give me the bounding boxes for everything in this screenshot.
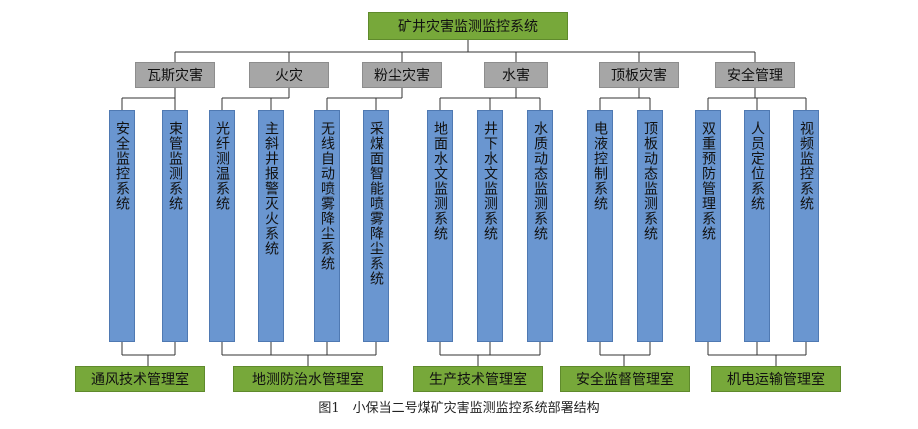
system-surface-hydrology: 地面水文监测系统 [427, 110, 453, 342]
system-label: 井下水文监测系统 [482, 121, 498, 241]
system-label: 顶板动态监测系统 [642, 121, 658, 241]
category-label: 安全管理 [727, 68, 783, 84]
department-label: 生产技术管理室 [429, 372, 527, 388]
system-electrohydraulic-control: 电液控制系统 [587, 110, 613, 342]
category-water: 水害 [484, 62, 548, 88]
category-label: 粉尘灾害 [374, 68, 430, 84]
category-gas: 瓦斯灾害 [135, 62, 215, 88]
system-fiber-temperature: 光纤测温系统 [209, 110, 235, 342]
system-label: 人员定位系统 [749, 121, 765, 211]
department-label: 通风技术管理室 [91, 372, 189, 388]
department-label: 机电运输管理室 [727, 372, 825, 388]
system-label: 安全监控系统 [114, 121, 130, 211]
department-label: 地测防治水管理室 [252, 372, 364, 388]
system-bundle-tube: 束管监测系统 [162, 110, 188, 342]
system-safety-monitoring: 安全监控系统 [109, 110, 135, 342]
department-ventilation: 通风技术管理室 [75, 366, 205, 392]
category-label: 顶板灾害 [611, 68, 667, 84]
category-fire: 火灾 [249, 62, 329, 88]
system-water-quality: 水质动态监测系统 [527, 110, 553, 342]
system-label: 无线自动喷雾降尘系统 [319, 121, 335, 271]
system-video-monitoring: 视频监控系统 [793, 110, 819, 342]
department-electromechanical: 机电运输管理室 [711, 366, 841, 392]
system-personnel-positioning: 人员定位系统 [744, 110, 770, 342]
system-roof-monitoring: 顶板动态监测系统 [637, 110, 663, 342]
system-label: 水质动态监测系统 [532, 121, 548, 241]
system-label: 双重预防管理系统 [700, 121, 716, 241]
department-production: 生产技术管理室 [413, 366, 543, 392]
system-wireless-spray: 无线自动喷雾降尘系统 [314, 110, 340, 342]
system-label: 光纤测温系统 [214, 121, 230, 211]
category-roof: 顶板灾害 [599, 62, 679, 88]
department-safety-supervision: 安全监督管理室 [560, 366, 690, 392]
system-incline-shaft-alarm: 主斜井报警灭火系统 [258, 110, 284, 342]
category-label: 水害 [502, 68, 530, 84]
system-label: 束管监测系统 [167, 121, 183, 211]
system-label: 电液控制系统 [592, 121, 608, 211]
system-label: 地面水文监测系统 [432, 121, 448, 241]
category-dust: 粉尘灾害 [362, 62, 442, 88]
category-safety-management: 安全管理 [715, 62, 795, 88]
category-label: 瓦斯灾害 [147, 68, 203, 84]
figure-caption: 图1 小保当二号煤矿灾害监测监控系统部署结构 [318, 401, 600, 416]
department-label: 安全监督管理室 [576, 372, 674, 388]
system-label: 采煤面智能喷雾降尘系统 [368, 121, 384, 286]
system-label: 视频监控系统 [798, 121, 814, 211]
system-label: 主斜井报警灭火系统 [263, 121, 279, 256]
department-geology-water: 地测防治水管理室 [233, 366, 383, 392]
root-label: 矿井灾害监测监控系统 [398, 19, 538, 35]
system-dual-prevention: 双重预防管理系统 [695, 110, 721, 342]
category-label: 火灾 [275, 68, 303, 84]
system-mining-face-spray: 采煤面智能喷雾降尘系统 [363, 110, 389, 342]
system-underground-hydrology: 井下水文监测系统 [477, 110, 503, 342]
root-node: 矿井灾害监测监控系统 [368, 12, 568, 40]
